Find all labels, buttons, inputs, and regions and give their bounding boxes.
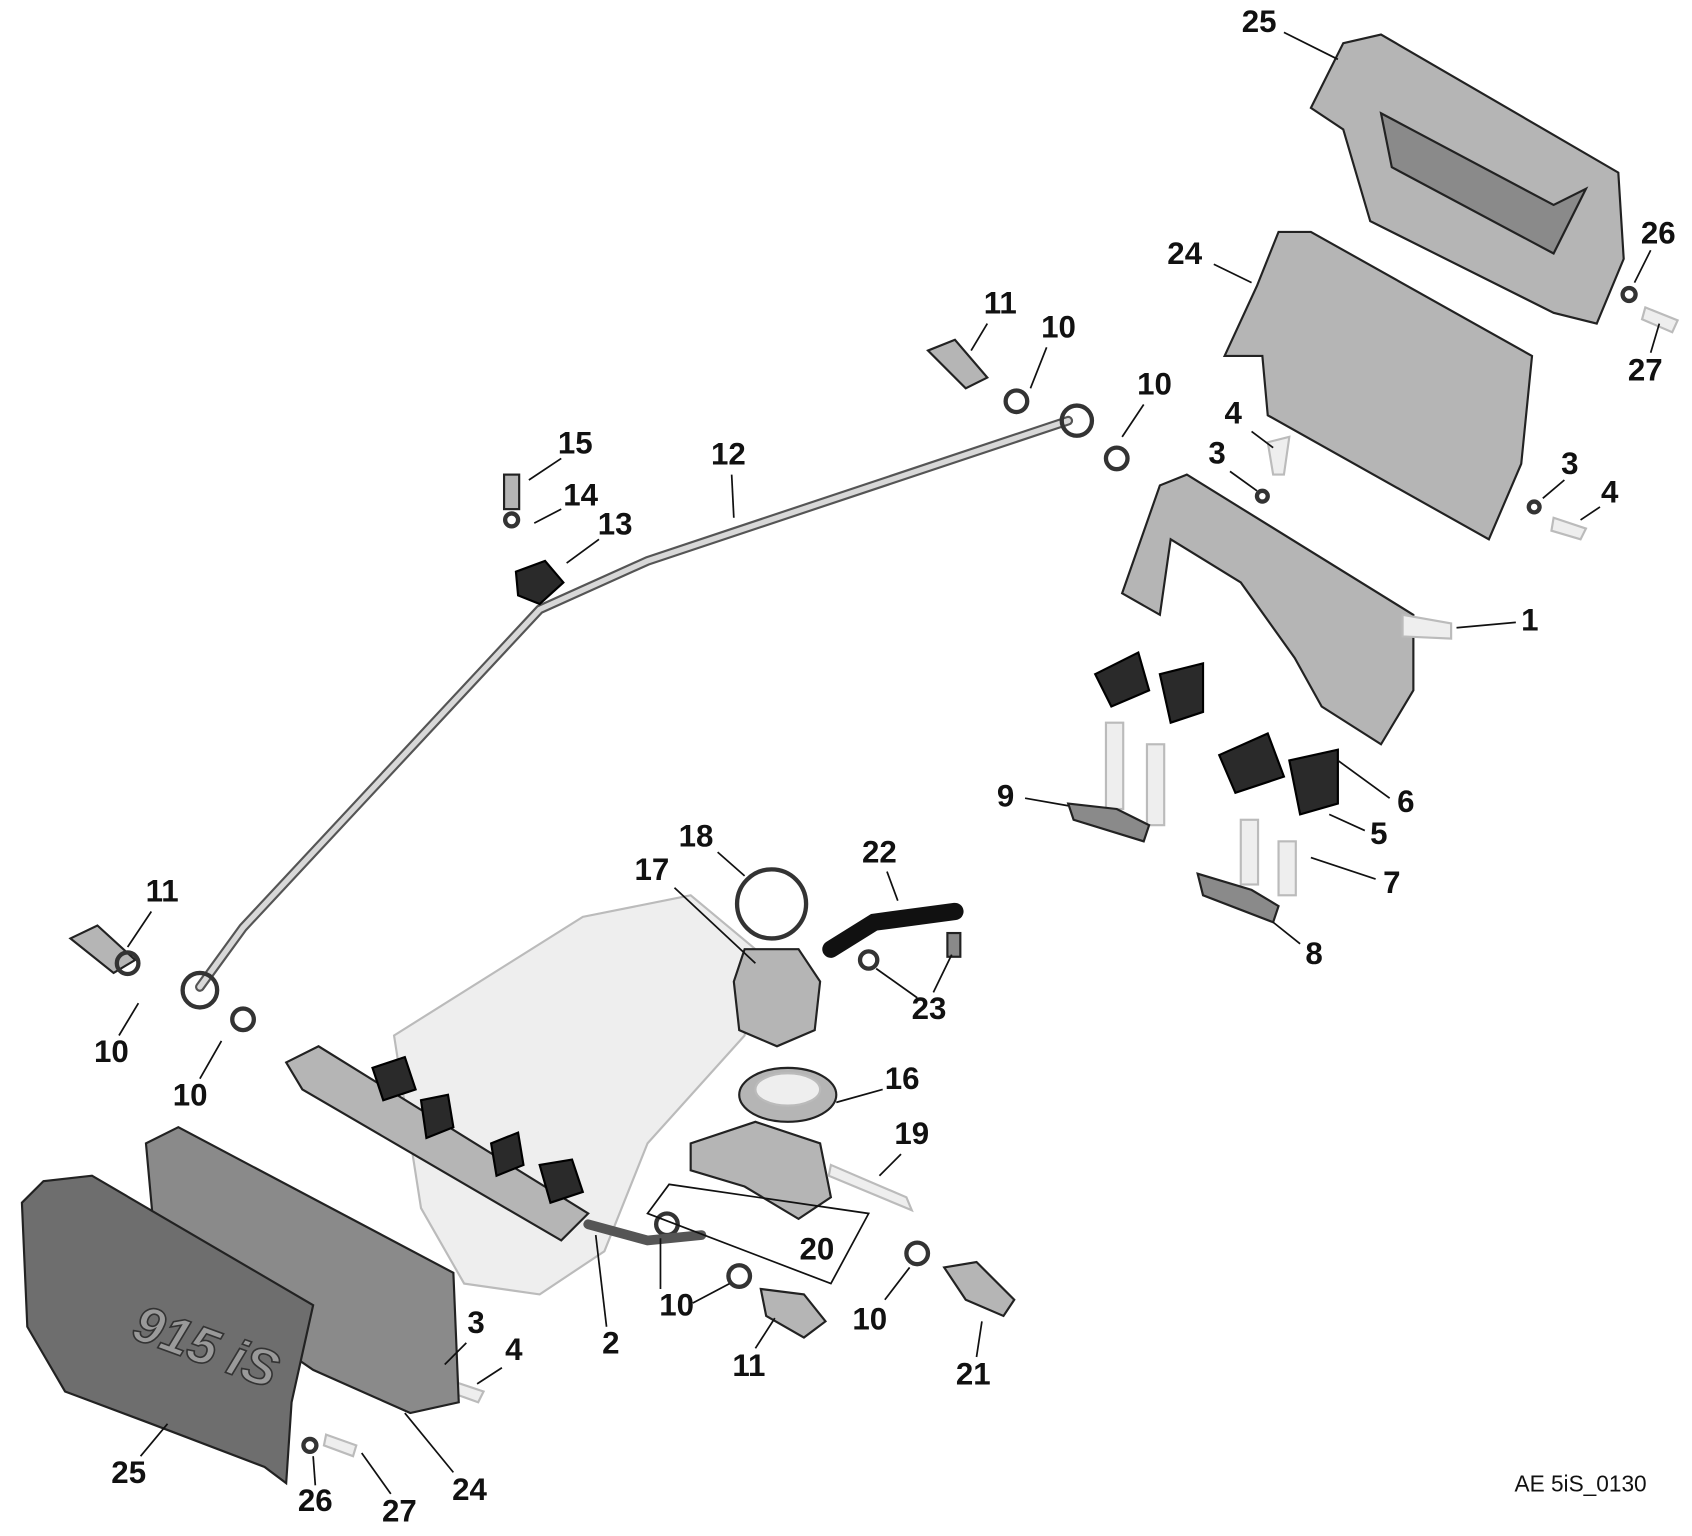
hose-clamp [857, 949, 880, 971]
washer-3 [1526, 499, 1542, 515]
callout-26: 26 [1641, 215, 1676, 250]
callout-23: 23 [912, 991, 947, 1026]
screw-4 [1550, 516, 1588, 541]
callout-9: 9 [997, 778, 1014, 813]
retaining-ring [734, 867, 809, 941]
callout-10: 10 [852, 1302, 887, 1337]
washer [1003, 388, 1030, 415]
washer [1103, 445, 1130, 472]
washer-26 [301, 1436, 319, 1455]
callout-27: 27 [1628, 352, 1663, 387]
hose-clamp [946, 931, 962, 958]
callout-4: 4 [1601, 474, 1619, 509]
callout-8: 8 [1305, 936, 1322, 971]
callout-22: 22 [862, 835, 897, 870]
diagram-reference-code: AE 5iS_0130 [1514, 1470, 1646, 1496]
fuel-rail-right [1120, 473, 1415, 746]
callout-14: 14 [563, 478, 598, 513]
callout-11: 11 [146, 873, 179, 908]
callout-25: 25 [111, 1455, 146, 1490]
callout-12: 12 [711, 437, 746, 472]
callout-19: 19 [894, 1116, 929, 1151]
callout-3: 3 [467, 1305, 484, 1340]
callout-4: 4 [505, 1332, 523, 1367]
leader-lines [118, 31, 1661, 1495]
callout-10: 10 [1137, 366, 1172, 401]
hose-22 [822, 902, 964, 958]
washer-14 [502, 511, 521, 529]
callout-5: 5 [1370, 816, 1387, 851]
callout-26: 26 [298, 1483, 333, 1518]
parts-artwork: 915 iS [20, 33, 1680, 1486]
washer [904, 1240, 931, 1267]
fuel-line [195, 415, 1074, 992]
heat-shield-lower-left-25 [20, 1174, 315, 1486]
washer [114, 950, 141, 977]
callout-6: 6 [1397, 784, 1414, 819]
callout-11: 11 [984, 286, 1017, 321]
callout-24: 24 [452, 1472, 487, 1507]
clamp-13 [514, 559, 565, 606]
fuel-rail-left [284, 1045, 590, 1242]
callout-4: 4 [1225, 396, 1243, 431]
washer-26 [1620, 285, 1638, 304]
banjo-bolt [759, 1287, 828, 1339]
washer [230, 1006, 256, 1033]
callout-21: 21 [956, 1357, 991, 1392]
callout-18: 18 [679, 818, 714, 853]
callout-20: 20 [799, 1232, 834, 1267]
fitting-21 [942, 1260, 1016, 1318]
callout-10: 10 [94, 1034, 129, 1069]
callout-2: 2 [602, 1325, 619, 1360]
callout-1: 1 [1521, 603, 1538, 638]
screw-27 [322, 1433, 358, 1458]
banjo-bolt [926, 338, 990, 390]
callout-27: 27 [382, 1494, 417, 1529]
callout-7: 7 [1383, 865, 1400, 900]
screw-15 [502, 473, 521, 511]
callout-10: 10 [659, 1288, 694, 1323]
callout-13: 13 [598, 507, 633, 542]
callout-10: 10 [173, 1077, 208, 1112]
heat-shield-lower [1222, 230, 1534, 541]
callout-labels: 25 26 27 24 11 10 10 4 3 3 4 1 15 14 13 … [94, 4, 1676, 1529]
callout-16: 16 [885, 1061, 920, 1096]
fuel-pressure-regulator [732, 948, 822, 1048]
callout-3: 3 [1561, 446, 1578, 481]
fuel-injectors-upper [1066, 651, 1205, 843]
callout-10: 10 [1041, 309, 1076, 344]
callout-17: 17 [634, 852, 669, 887]
screw-4 [1266, 435, 1291, 476]
callout-3: 3 [1208, 435, 1225, 470]
callout-24: 24 [1167, 236, 1202, 271]
washer-3 [1254, 488, 1270, 504]
screw-27 [1640, 305, 1680, 334]
banjo-bolt [68, 924, 137, 975]
callout-15: 15 [558, 426, 593, 461]
callout-11: 11 [732, 1348, 765, 1383]
washer [726, 1263, 753, 1289]
callout-25: 25 [1242, 4, 1277, 39]
fuel-injectors-lower [1196, 732, 1339, 924]
screw-19 [827, 1163, 914, 1213]
